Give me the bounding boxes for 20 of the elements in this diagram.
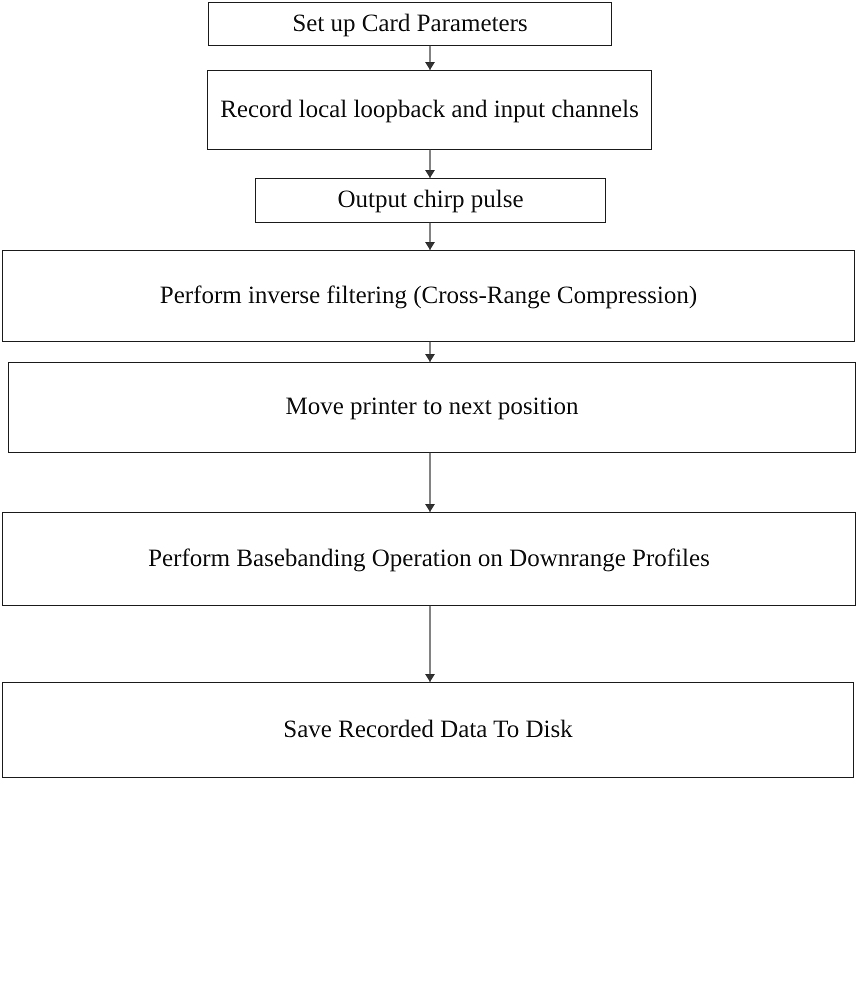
process-label: Save Recorded Data To Disk: [283, 716, 573, 744]
process-label: Record local loopback and input channels: [220, 96, 639, 124]
process-box: [2, 512, 856, 606]
process-box: [8, 362, 856, 453]
process-box: [207, 70, 652, 150]
arrow: [425, 342, 435, 362]
process-label: Set up Card Parameters: [292, 10, 528, 38]
arrow: [425, 606, 435, 682]
arrow: [425, 150, 435, 178]
process-label: Perform inverse filtering (Cross-Range Compression): [160, 282, 698, 310]
arrow: [425, 453, 435, 512]
process-box: [2, 682, 854, 778]
process-box: [2, 250, 855, 342]
process-box: [255, 178, 606, 223]
process-label: Output chirp pulse: [337, 186, 524, 215]
process-label: Move printer to next position: [285, 393, 579, 422]
arrow: [425, 223, 435, 250]
process-label: Perform Basebanding Operation on Downrange Profiles: [148, 544, 710, 574]
process-box: [208, 2, 612, 46]
arrow: [425, 46, 435, 70]
